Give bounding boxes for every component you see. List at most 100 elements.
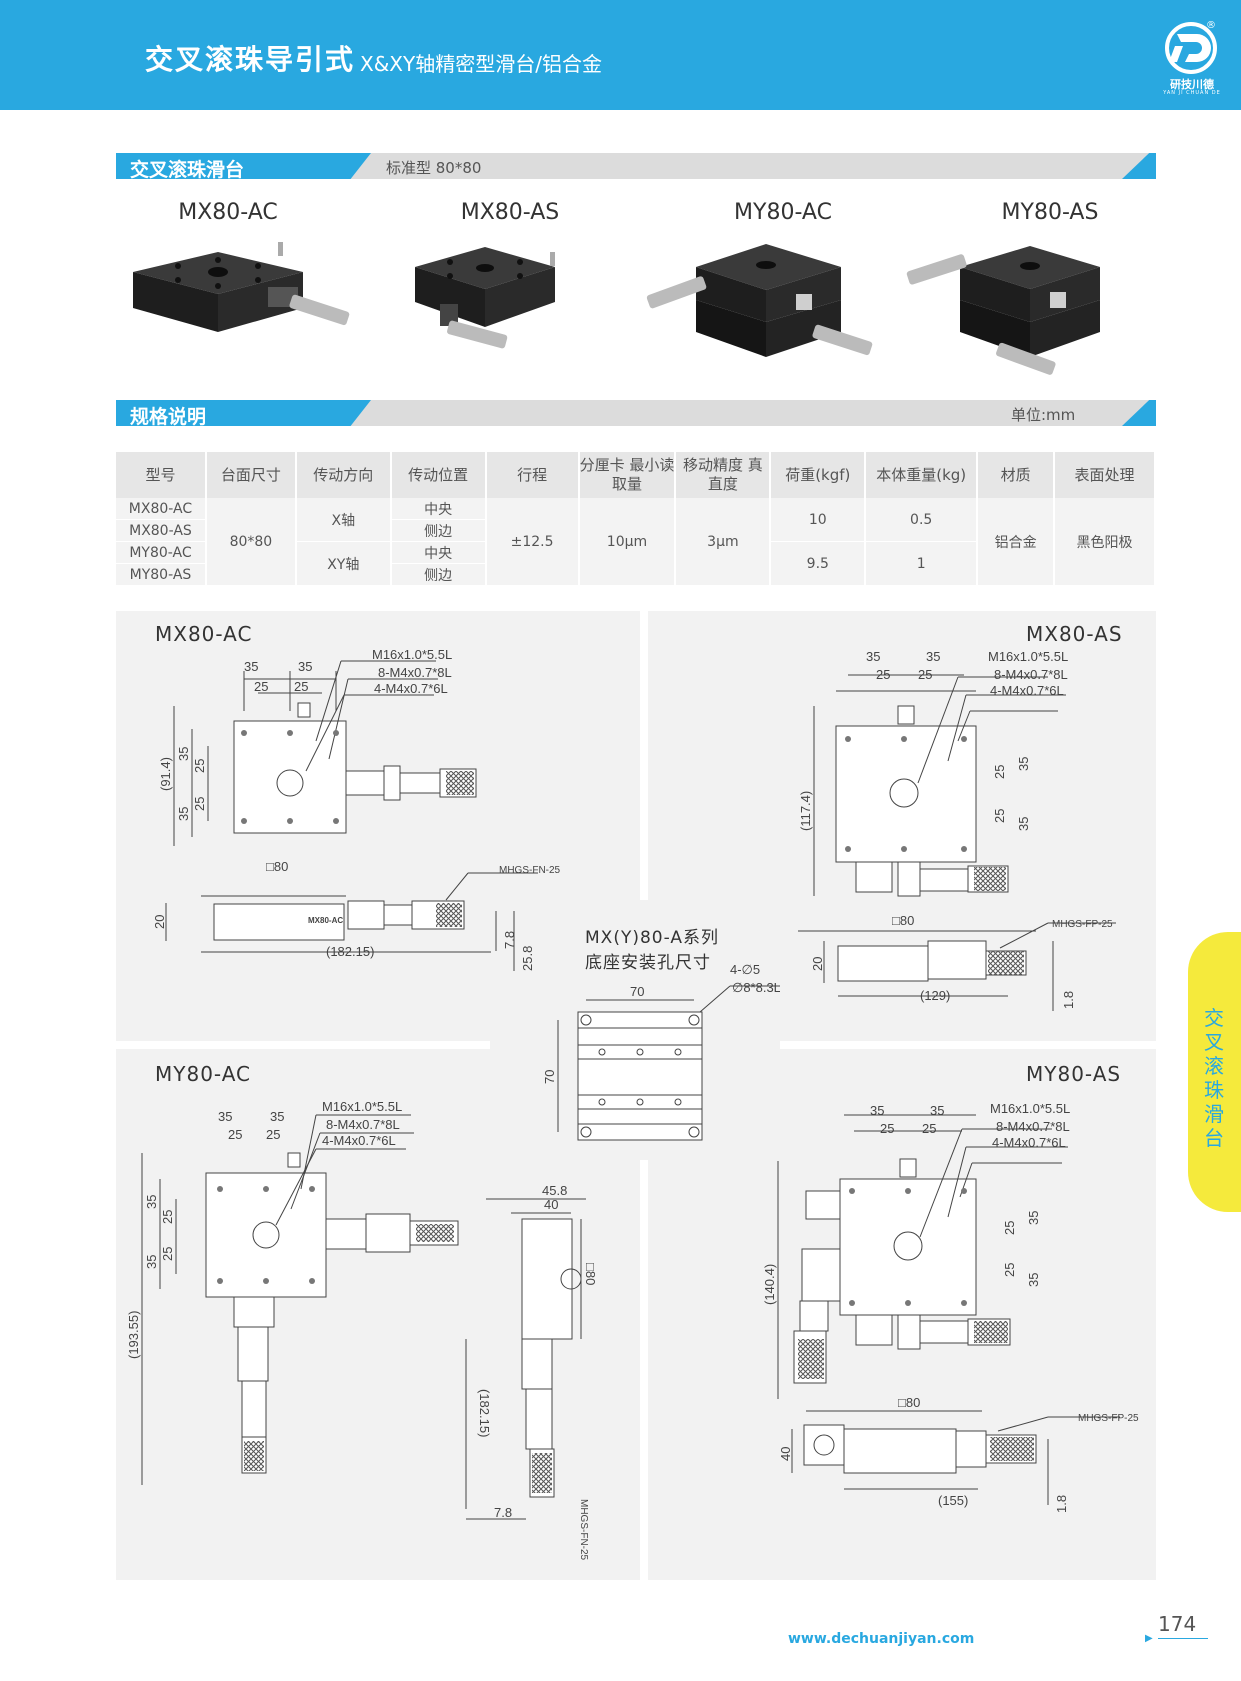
table-cell: MX80-AC <box>116 498 207 520</box>
dim-label: □80 <box>266 859 288 874</box>
table-cell: MX80-AS <box>116 519 207 542</box>
table-row: MY80-AC XY轴 中央 9.5 1 <box>116 541 1155 586</box>
dim-label: M16x1.0*5.5L <box>322 1099 402 1114</box>
section-label-text: 交叉滚珠滑台 <box>130 159 245 181</box>
dim-label: 25 <box>1002 1263 1017 1277</box>
model-label: MX80-AS <box>460 200 560 225</box>
section-bar-specs: 规格说明 单位:mm <box>116 400 1156 426</box>
dim-label: 4-M4x0.7*6L <box>322 1133 396 1148</box>
table-cell: X轴 <box>295 498 392 542</box>
dim-label: M16x1.0*5.5L <box>372 647 452 662</box>
dim-label: 35 <box>298 659 312 674</box>
table-cell: 3μm <box>675 498 772 586</box>
table-header: 分厘卡 最小读取量 <box>578 452 677 498</box>
dim-label: MHGS-FN-25 <box>499 865 561 876</box>
page-number: 174 <box>1158 1612 1197 1636</box>
dim-label: 25 <box>192 797 207 811</box>
dim-label: 35 <box>144 1195 159 1209</box>
dim-label: □80 <box>898 1395 920 1410</box>
dim-label: 8-M4x0.7*8L <box>994 667 1068 682</box>
table-header: 材质 <box>977 452 1056 498</box>
section-label: 交叉滚珠滑台 <box>116 153 371 179</box>
table-cell: 侧边 <box>390 563 487 586</box>
dim-label: 35 <box>144 1255 159 1269</box>
table-cell: 10μm <box>578 498 677 586</box>
dim-label: 70 <box>630 984 644 999</box>
dim-label: 4-∅5 <box>730 962 760 977</box>
table-header: 台面尺寸 <box>205 452 297 498</box>
table-cell: 1 <box>865 541 979 586</box>
section-note: 标准型 80*80 <box>386 159 482 177</box>
table-header: 移动精度 真直度 <box>675 452 772 498</box>
dim-label: 35 <box>176 747 191 761</box>
table-row: MY80-AS 侧边 <box>116 563 1155 586</box>
dim-label: 25 <box>160 1210 175 1224</box>
model-label: MX80-AC <box>178 200 278 225</box>
dim-label: MHGS-FN-25 <box>578 1499 589 1561</box>
dim-label: 7.8 <box>494 1505 512 1520</box>
table-cell: 80*80 <box>205 498 297 586</box>
model-label: MY80-AS <box>1001 200 1099 225</box>
dim-label: 25 <box>918 667 932 682</box>
page-header: 交叉滚珠导引式 X&XY轴精密型滑台/铝合金 研技川德 YAN JI CHUAN… <box>0 0 1241 110</box>
page-number-underline <box>1158 1638 1208 1639</box>
dim-label: 8-M4x0.7*8L <box>378 665 452 680</box>
dim-label: 25 <box>228 1127 242 1142</box>
dim-label: 4-M4x0.7*6L <box>992 1135 1066 1150</box>
page-arrow-icon: ▶ <box>1145 1633 1153 1644</box>
dim-label: 25 <box>880 1121 894 1136</box>
engraving-label: MX80-AC <box>308 916 343 925</box>
dim-label: □80 <box>892 913 914 928</box>
dim-label: 35 <box>176 807 191 821</box>
dim-label: (155) <box>938 1493 968 1508</box>
brand-logo: 研技川德 YAN JI CHUAN DE <box>1163 20 1220 96</box>
dim-label: 25.8 <box>520 946 535 971</box>
dim-label: (182.15) <box>477 1389 492 1437</box>
dim-label: 40 <box>544 1197 558 1212</box>
side-tab-text: 交叉滚珠滑台 <box>1204 1006 1224 1150</box>
dim-label: 1.8 <box>1061 991 1076 1009</box>
table-cell: 9.5 <box>770 541 867 586</box>
dim-label: (182.15) <box>326 944 374 959</box>
drawing-title: MX80-AC <box>155 622 253 646</box>
mx80ac-technical-drawing: 35 35 25 25 M16x1.0*5.5L 8-M4x0.7*8L 4-M… <box>152 647 561 971</box>
base-drawing-title: MX(Y)80-A系列 <box>585 928 719 948</box>
dim-label: (129) <box>920 988 950 1003</box>
my80ac-technical-drawing: 35 35 25 25 M16x1.0*5.5L 8-M4x0.7*8L 4-M… <box>126 1099 598 1561</box>
base-technical-drawing: 4-∅5 ∅8*8.3L 70 70 <box>542 962 780 1141</box>
dim-label: 25 <box>192 759 207 773</box>
product-photo-mx80ac <box>133 242 350 332</box>
table-header: 传动位置 <box>390 452 487 498</box>
dim-label: 25 <box>294 679 308 694</box>
dim-label: M16x1.0*5.5L <box>988 649 1068 664</box>
dim-label: 25 <box>160 1247 175 1261</box>
section-bar-products: 交叉滚珠滑台 标准型 80*80 <box>116 153 1156 179</box>
logo-text: 研技川德 <box>1170 78 1214 91</box>
table-header: 本体重量(kg) <box>865 452 979 498</box>
dim-label: 8-M4x0.7*8L <box>326 1117 400 1132</box>
dim-label: 4-M4x0.7*6L <box>990 683 1064 698</box>
page-title: 交叉滚珠导引式 <box>145 43 356 76</box>
spec-table: 型号 台面尺寸 传动方向 传动位置 行程 分厘卡 最小读取量 移动精度 真直度 … <box>116 452 1156 586</box>
dim-label: 25 <box>992 765 1007 779</box>
dim-label: 25 <box>254 679 268 694</box>
dim-label: 4-M4x0.7*6L <box>374 681 448 696</box>
dim-label: MHGS-FP-25 <box>1052 919 1113 930</box>
table-cell: ±12.5 <box>485 498 580 586</box>
my80as-technical-drawing: 35 35 25 25 M16x1.0*5.5L 8-M4x0.7*8L 4-M… <box>762 1101 1139 1513</box>
footer-url[interactable]: www.dechuanjiyan.com <box>788 1631 975 1647</box>
table-header: 型号 <box>116 452 207 498</box>
dim-label: 25 <box>266 1127 280 1142</box>
logo-icon <box>1165 22 1217 74</box>
drawing-title: MY80-AS <box>1026 1062 1122 1086</box>
base-drawing-subtitle: 底座安装孔尺寸 <box>585 953 711 973</box>
dim-label: □80 <box>583 1263 598 1285</box>
dim-label: 35 <box>1026 1273 1041 1287</box>
table-cell: 铝合金 <box>977 498 1056 586</box>
dim-label: (117.4) <box>798 791 813 831</box>
unit-note: 单位:mm <box>1011 406 1076 424</box>
dim-label: (140.4) <box>762 1264 777 1305</box>
dim-label: 35 <box>1016 757 1031 771</box>
side-tab: 交叉滚珠滑台 <box>1188 932 1241 1212</box>
dim-label: (91.4) <box>158 757 173 791</box>
